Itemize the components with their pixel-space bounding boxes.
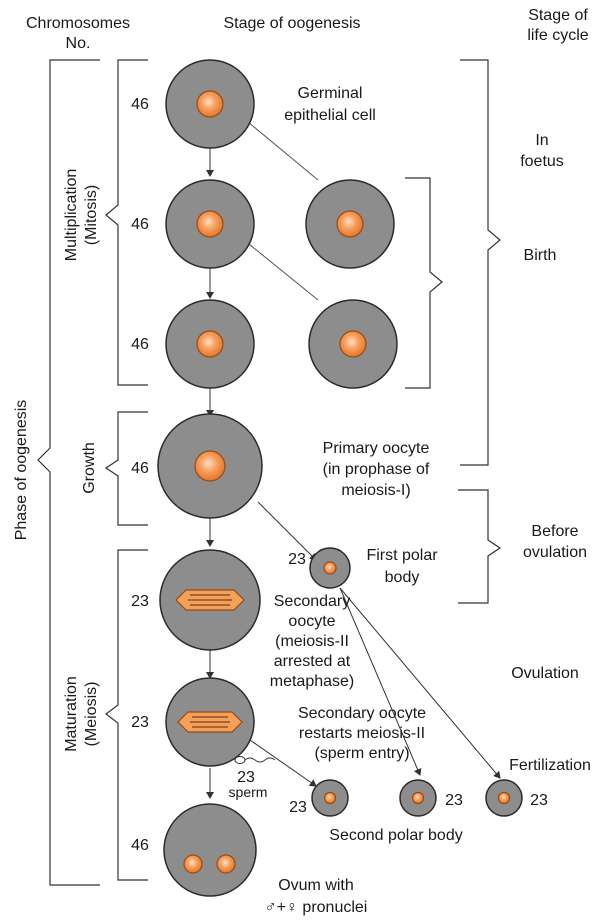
maturation-label-line2: (Meiosis) <box>83 682 100 747</box>
header-stage-life-line2: life cycle <box>527 27 588 44</box>
header-stage-life-line1: Stage of <box>528 7 588 24</box>
second-polar-nucleus-2 <box>411 791 425 805</box>
first-polar-label-line2: body <box>385 569 420 586</box>
primary-oocyte-label-line3: meiosis-I) <box>341 482 410 499</box>
secondary-label-line2: oocyte <box>288 613 335 630</box>
life-birth: Birth <box>524 247 557 264</box>
arrow-to-second-polar <box>249 739 317 787</box>
restarts-label-line1: Secondary oocyte <box>298 705 426 722</box>
germinal-label-line1: Germinal <box>298 85 363 102</box>
restarts-label-line3: (sperm entry) <box>314 745 409 762</box>
count-sperm: 23 <box>237 769 255 786</box>
secondary-label-line4: arrested at <box>274 653 351 670</box>
metaphase-spindle-2 <box>177 711 243 733</box>
sperm-label: sperm <box>229 784 268 800</box>
count-first-polar: 23 <box>288 551 306 568</box>
life-before-line2: ovulation <box>523 544 587 561</box>
primary-oocyte-nucleus <box>194 450 226 482</box>
count-row3: 46 <box>131 336 149 353</box>
life-in-line1: In <box>535 132 548 149</box>
arrow-first-polar-a <box>339 587 422 776</box>
connector-row2-right <box>243 239 319 301</box>
count-row2: 46 <box>131 216 149 233</box>
secondary-label-line5: metaphase) <box>270 673 355 690</box>
count-second-polar-3: 23 <box>530 792 548 809</box>
secondary-label-line1: Secondary <box>274 593 351 610</box>
ovum-cell <box>163 803 257 897</box>
first-polar-body-nucleus <box>323 561 337 575</box>
before-ovulation-brace <box>458 489 502 604</box>
metaphase-spindle <box>175 589 245 611</box>
count-second-polar-2: 23 <box>445 792 463 809</box>
count-row5: 23 <box>131 593 149 610</box>
oogonium-nucleus-right-3 <box>339 330 367 358</box>
male-pronucleus <box>183 854 203 874</box>
germinal-label-line2: epithelial cell <box>284 107 376 124</box>
count-second-polar-1: 23 <box>289 799 307 816</box>
growth-label: Growth <box>81 442 98 494</box>
oogonium-nucleus-right-2 <box>336 210 364 238</box>
oogonium-nucleus-left-2 <box>196 210 224 238</box>
count-row4: 46 <box>131 460 149 477</box>
phase-brace <box>37 59 100 886</box>
header-chromosomes-line2: No. <box>66 35 91 52</box>
life-ovulation: Ovulation <box>511 665 579 682</box>
secondary-label-line3: (meiosis-II <box>275 633 349 650</box>
arrow-first-polar-b <box>339 587 501 779</box>
first-polar-label-line1: First polar <box>366 547 438 564</box>
second-polar-nucleus-3 <box>497 791 511 805</box>
count-row1: 46 <box>131 96 149 113</box>
life-in-line2: foetus <box>520 153 564 170</box>
maturation-brace <box>105 549 148 881</box>
sperm-icon <box>234 756 276 764</box>
female-pronucleus <box>216 854 236 874</box>
life-fertilization: Fertilization <box>509 757 591 774</box>
arrow-to-first-polar <box>257 501 317 561</box>
maturation-label-line1: Maturation <box>63 676 80 752</box>
growth-brace <box>104 411 148 526</box>
oogonium-nucleus-left-3 <box>196 330 224 358</box>
ovum-label-line2: ♂+♀ pronuclei <box>265 899 368 916</box>
multiplication-label-line2: (Mitosis) <box>83 185 100 245</box>
ovum-label-line1: Ovum with <box>278 877 354 894</box>
multiplication-brace <box>105 59 148 386</box>
birth-brace <box>405 177 443 389</box>
primary-oocyte-label-line2: (in prophase of <box>323 461 430 478</box>
header-stage-oogenesis: Stage of oogenesis <box>224 15 361 32</box>
germinal-nucleus <box>196 90 224 118</box>
multiplication-label-line1: Multiplication <box>63 169 80 261</box>
second-polar-body-label: Second polar body <box>329 827 462 844</box>
phase-of-oogenesis-label: Phase of oogenesis <box>13 400 30 541</box>
count-row6: 23 <box>131 714 149 731</box>
life-before-line1: Before <box>531 523 578 540</box>
restarts-label-line2: restarts meiosis-II <box>299 725 425 742</box>
primary-oocyte-label-line1: Primary oocyte <box>323 440 430 457</box>
count-row7: 46 <box>131 837 149 854</box>
in-foetus-brace <box>460 59 501 466</box>
second-polar-nucleus-1 <box>323 791 337 805</box>
header-chromosomes-line1: Chromosomes <box>26 15 130 32</box>
